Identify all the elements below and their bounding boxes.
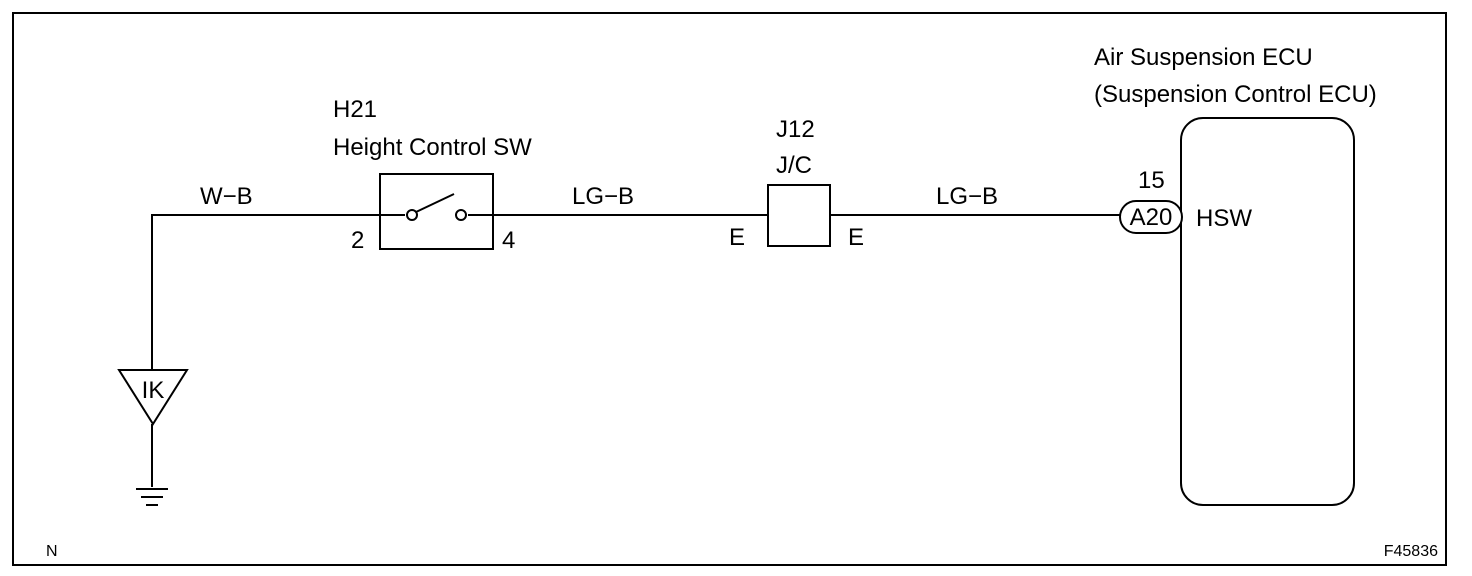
ecu-connector-oval	[1119, 200, 1183, 234]
switch-box	[379, 173, 494, 250]
wires	[151, 214, 1120, 487]
wire-label-switch-jc: LG−B	[572, 183, 634, 210]
junction-box	[767, 184, 831, 247]
ground-symbol	[136, 488, 168, 506]
switch-pin-right: 4	[502, 227, 515, 254]
ecu-title-line2: (Suspension Control ECU)	[1094, 81, 1377, 108]
wire-ground-to-switch	[151, 214, 380, 372]
junction-name: J/C	[776, 152, 812, 179]
wire-label-jc-ecu: LG−B	[936, 183, 998, 210]
ground-point-triangle	[117, 369, 189, 426]
ecu-pin-number: 15	[1138, 167, 1165, 194]
ecu-title-line1: Air Suspension ECU	[1094, 44, 1313, 71]
switch-pin-left: 2	[351, 227, 364, 254]
switch-code: H21	[333, 96, 377, 123]
switch-contact-left	[406, 209, 418, 221]
junction-pin-left: E	[729, 224, 745, 251]
switch-name: Height Control SW	[333, 134, 532, 161]
ecu-connector-label: A20	[1130, 204, 1173, 231]
switch-contact-right	[455, 209, 467, 221]
footer-left-mark: N	[46, 543, 58, 560]
ground-point-label: IK	[142, 377, 165, 404]
figure-id: F45836	[1384, 543, 1438, 560]
switch-lever	[415, 193, 455, 213]
ecu-terminal: HSW	[1196, 205, 1252, 232]
junction-pin-right: E	[848, 224, 864, 251]
diagram-frame	[12, 12, 1447, 566]
junction-code: J12	[776, 116, 815, 143]
ecu-box	[1180, 117, 1355, 506]
wire-label-ground: W−B	[200, 183, 253, 210]
